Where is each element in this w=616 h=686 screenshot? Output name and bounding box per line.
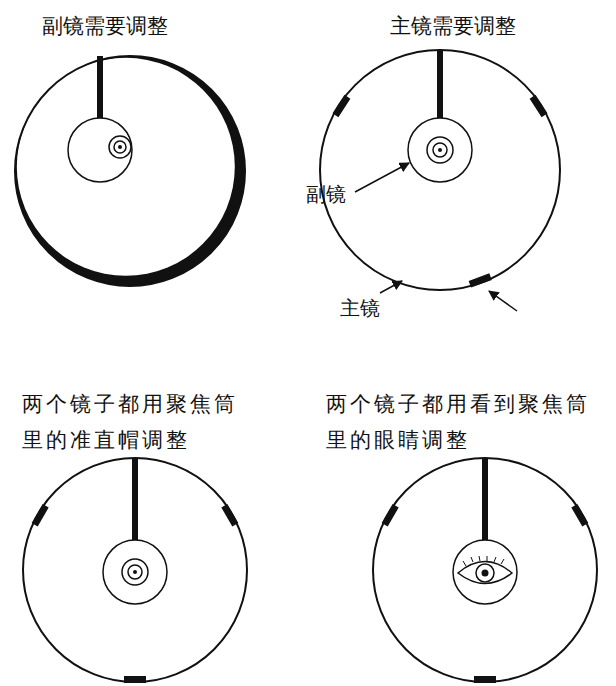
leader-line [380, 281, 402, 293]
view-secondary-misaligned [15, 56, 245, 286]
panel-title: 主镜需要调整 [390, 14, 516, 39]
panel-caption: 两个镜子都用聚焦筒里的准直帽调整 [22, 386, 244, 458]
part-label: 副镜 [306, 182, 346, 206]
view-aligned-cap [23, 458, 247, 683]
part-label: 主镜 [340, 296, 380, 320]
eye-symbol [458, 562, 512, 584]
leader-line [355, 163, 409, 192]
panel-caption: 两个镜子都用看到聚焦筒里的眼睛调整 [326, 386, 598, 458]
panel-title: 副镜需要调整 [42, 14, 168, 39]
view-primary-misaligned [320, 50, 560, 311]
view-aligned-eye [373, 458, 597, 683]
leader-line [489, 291, 517, 311]
